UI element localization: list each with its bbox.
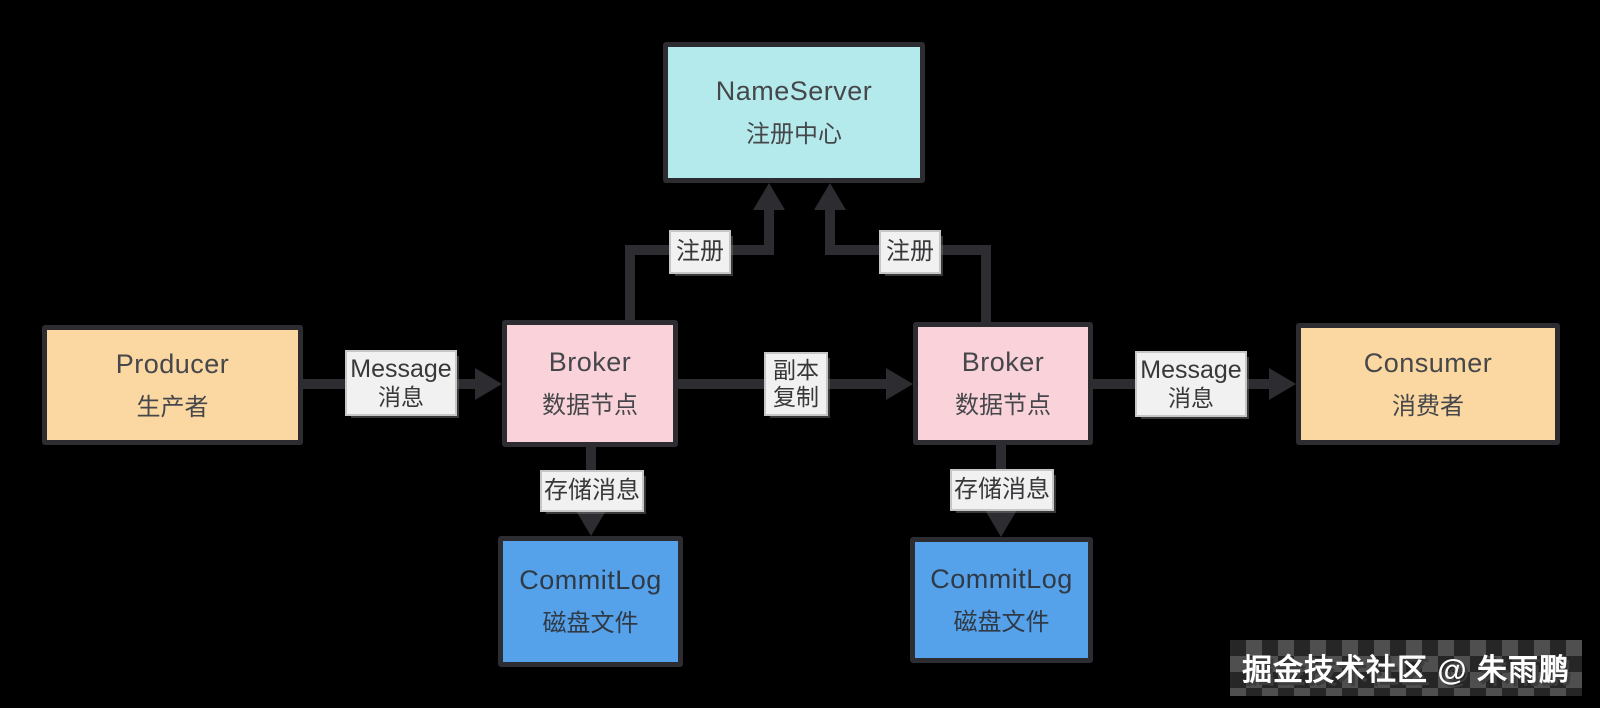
label-store-left-text: 存储消息	[544, 477, 640, 505]
label-register-left: 注册	[671, 232, 729, 272]
node-commitlog-left: CommitLog 磁盘文件	[498, 536, 683, 667]
node-broker-left-title: Broker	[548, 347, 632, 377]
label-message-right-line1: Message	[1140, 356, 1242, 385]
node-producer: Producer 生产者	[42, 325, 303, 445]
arrowhead-register-right	[814, 183, 846, 210]
node-producer-subtitle: 生产者	[136, 393, 209, 421]
node-nameserver-title: NameServer	[715, 76, 873, 106]
watermark: 掘金技术社区 @ 朱雨鹏	[1230, 640, 1582, 696]
edge-register-right-rise	[981, 250, 991, 322]
edge-register-left-rise	[625, 250, 635, 320]
label-register-right: 注册	[881, 232, 939, 272]
edge-register-left-top	[764, 206, 774, 255]
label-register-right-text: 注册	[886, 238, 934, 266]
node-broker-right-subtitle: 数据节点	[955, 392, 1051, 419]
label-message-left: Message 消息	[347, 352, 455, 414]
node-commitlog-right-subtitle: 磁盘文件	[953, 608, 1050, 636]
label-store-right: 存储消息	[952, 471, 1052, 509]
label-replicate-line1: 副本	[773, 357, 819, 384]
node-commitlog-right: CommitLog 磁盘文件	[910, 537, 1093, 663]
node-commitlog-left-title: CommitLog	[519, 565, 662, 595]
label-register-left-text: 注册	[676, 238, 724, 266]
label-message-left-line2: 消息	[378, 384, 424, 411]
arrowhead-broker-broker	[886, 368, 913, 400]
node-broker-right-title: Broker	[961, 347, 1045, 377]
node-commitlog-left-subtitle: 磁盘文件	[542, 610, 639, 637]
label-replicate: 副本 复制	[766, 354, 826, 414]
node-consumer: Consumer 消费者	[1296, 323, 1560, 445]
arrowhead-commitlog-right	[985, 510, 1017, 537]
label-replicate-line2: 复制	[773, 384, 819, 410]
node-broker-left: Broker 数据节点	[502, 320, 678, 447]
arrowhead-broker-consumer	[1269, 368, 1296, 400]
node-broker-left-subtitle: 数据节点	[542, 392, 638, 419]
label-message-right-line2: 消息	[1168, 385, 1214, 412]
node-consumer-title: Consumer	[1363, 347, 1493, 378]
node-nameserver-subtitle: 注册中心	[746, 121, 842, 148]
node-nameserver: NameServer 注册中心	[663, 42, 925, 183]
arrowhead-commitlog-left	[575, 509, 607, 536]
arrowhead-register-left	[753, 183, 785, 210]
node-broker-right: Broker 数据节点	[913, 322, 1093, 445]
edge-register-right-top	[825, 206, 835, 255]
node-commitlog-right-title: CommitLog	[930, 563, 1073, 594]
label-store-right-text: 存储消息	[954, 476, 1050, 504]
label-message-right: Message 消息	[1137, 353, 1245, 415]
label-message-left-line1: Message	[350, 355, 452, 384]
label-store-left: 存储消息	[542, 472, 642, 510]
node-producer-title: Producer	[115, 348, 230, 379]
node-consumer-subtitle: 消费者	[1392, 392, 1464, 420]
arrowhead-producer-broker	[475, 368, 502, 400]
